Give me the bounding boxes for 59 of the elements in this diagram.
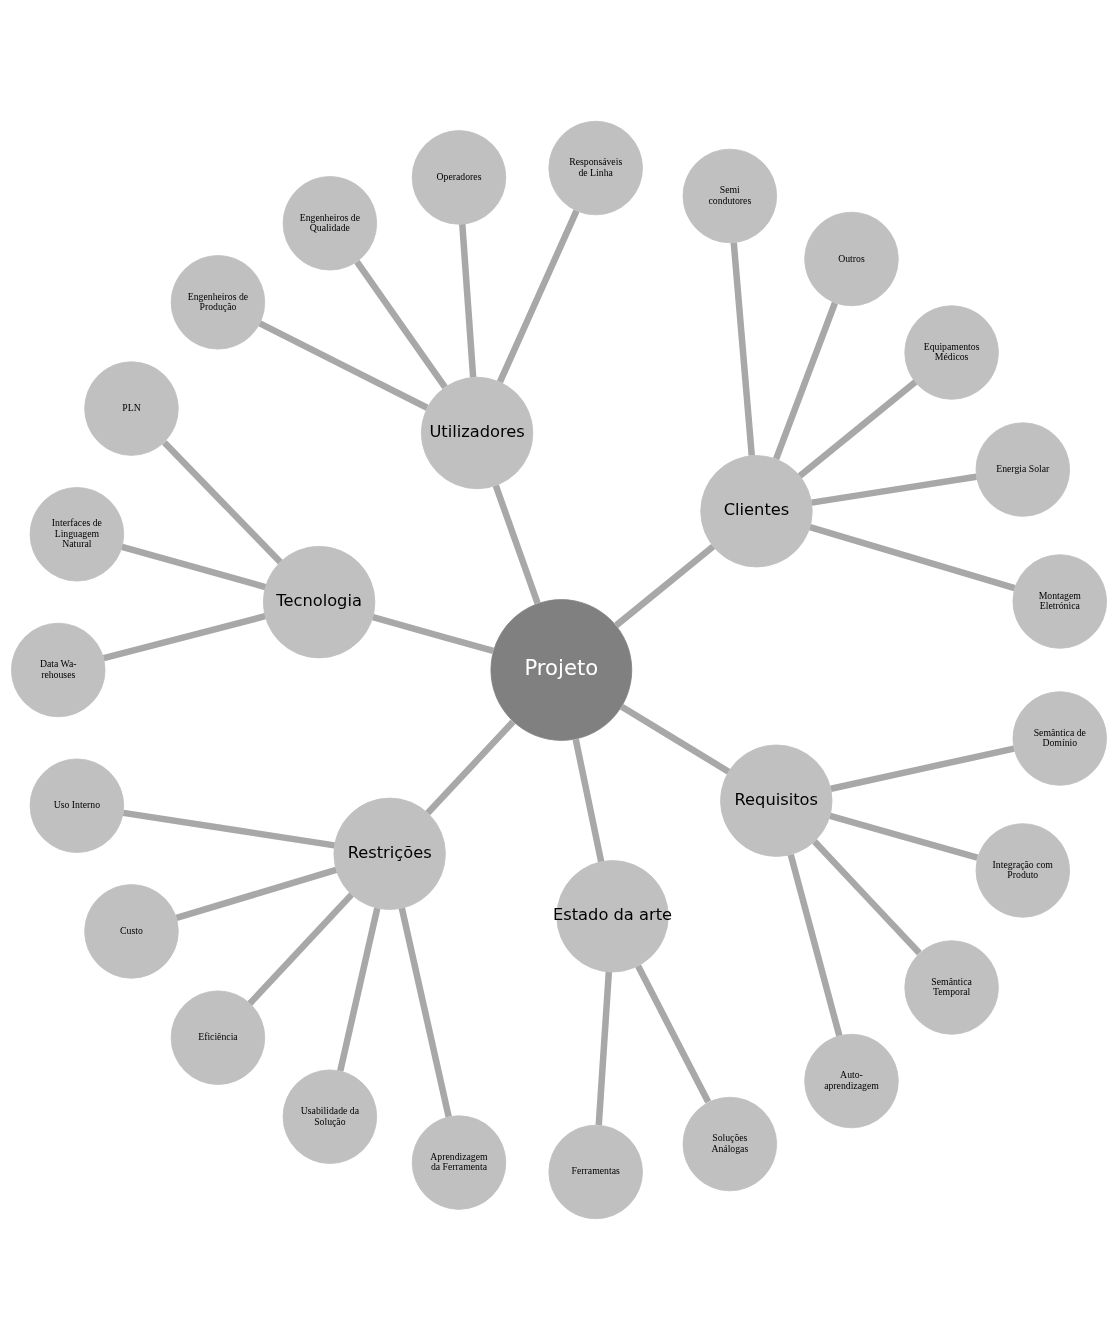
node-circle: PLN <box>84 361 179 456</box>
node-circle: Uso Interno <box>29 758 125 853</box>
connector <box>773 301 838 461</box>
connector <box>175 866 338 921</box>
node-circle: Data Wa- rehouses <box>11 622 106 718</box>
node-circle: Auto- aprendizagem <box>804 1033 899 1129</box>
node-circle: Montagem Eletrónica <box>1012 554 1107 649</box>
node-circle: Soluções Análogas <box>682 1096 778 1192</box>
node-circle: Usabilidade da Solução <box>282 1069 378 1164</box>
connector <box>787 853 843 1037</box>
node-circle: Responsáveis de Linha <box>548 120 643 216</box>
node-circle: Interfaces de Linguagem Natural <box>29 487 125 582</box>
node-circle: Estado da arte <box>556 860 669 973</box>
node-circle: Custo <box>84 884 179 979</box>
node-circle: Aprendizagem da Ferramenta <box>411 1115 507 1210</box>
connector <box>122 809 335 849</box>
node-circle: Requisitos <box>720 744 833 857</box>
node-circle: Semântica de Domínio <box>1012 691 1107 786</box>
node-circle: Clientes <box>700 455 813 568</box>
connector <box>829 812 979 861</box>
node-circle: Engenheiros de Qualidade <box>282 176 378 271</box>
connector <box>425 719 516 816</box>
connector <box>572 738 605 863</box>
connector <box>620 703 731 775</box>
connector <box>492 484 541 605</box>
connector <box>497 209 580 384</box>
node-circle: Semântica Temporal <box>904 940 999 1035</box>
connector <box>354 260 448 390</box>
connector <box>614 544 716 628</box>
node-circle: Operadores <box>411 130 507 225</box>
node-circle: Ferramentas <box>548 1124 643 1220</box>
connector <box>459 224 477 378</box>
node-circle: Utilizadores <box>420 376 534 490</box>
connector <box>809 524 1016 592</box>
node-circle: Restrições <box>333 797 446 910</box>
connector <box>372 614 495 655</box>
connector <box>247 892 354 1006</box>
connector <box>337 907 381 1072</box>
connector <box>635 964 712 1104</box>
connector <box>162 440 283 565</box>
connector <box>595 971 613 1126</box>
node-circle: Tecnologia <box>262 545 376 659</box>
connector <box>102 613 266 662</box>
node-circle: Energia Solar <box>975 422 1070 517</box>
node-circle: Outros <box>804 211 899 307</box>
node-circle: Semi condutores <box>682 148 778 244</box>
node-circle: Eficiência <box>170 990 266 1085</box>
connector <box>258 320 429 411</box>
node-circle: Engenheiros de Produção <box>170 255 266 350</box>
connector <box>830 745 1015 792</box>
node-circle: Integração com Produto <box>975 823 1070 918</box>
node-circle: Equipamentos Médicos <box>904 305 999 400</box>
connector <box>811 473 977 506</box>
connector <box>121 543 267 591</box>
connector <box>812 839 922 956</box>
connector <box>398 907 452 1118</box>
connector <box>730 242 755 456</box>
node-circle: Projeto <box>490 599 633 741</box>
connector <box>797 379 918 479</box>
